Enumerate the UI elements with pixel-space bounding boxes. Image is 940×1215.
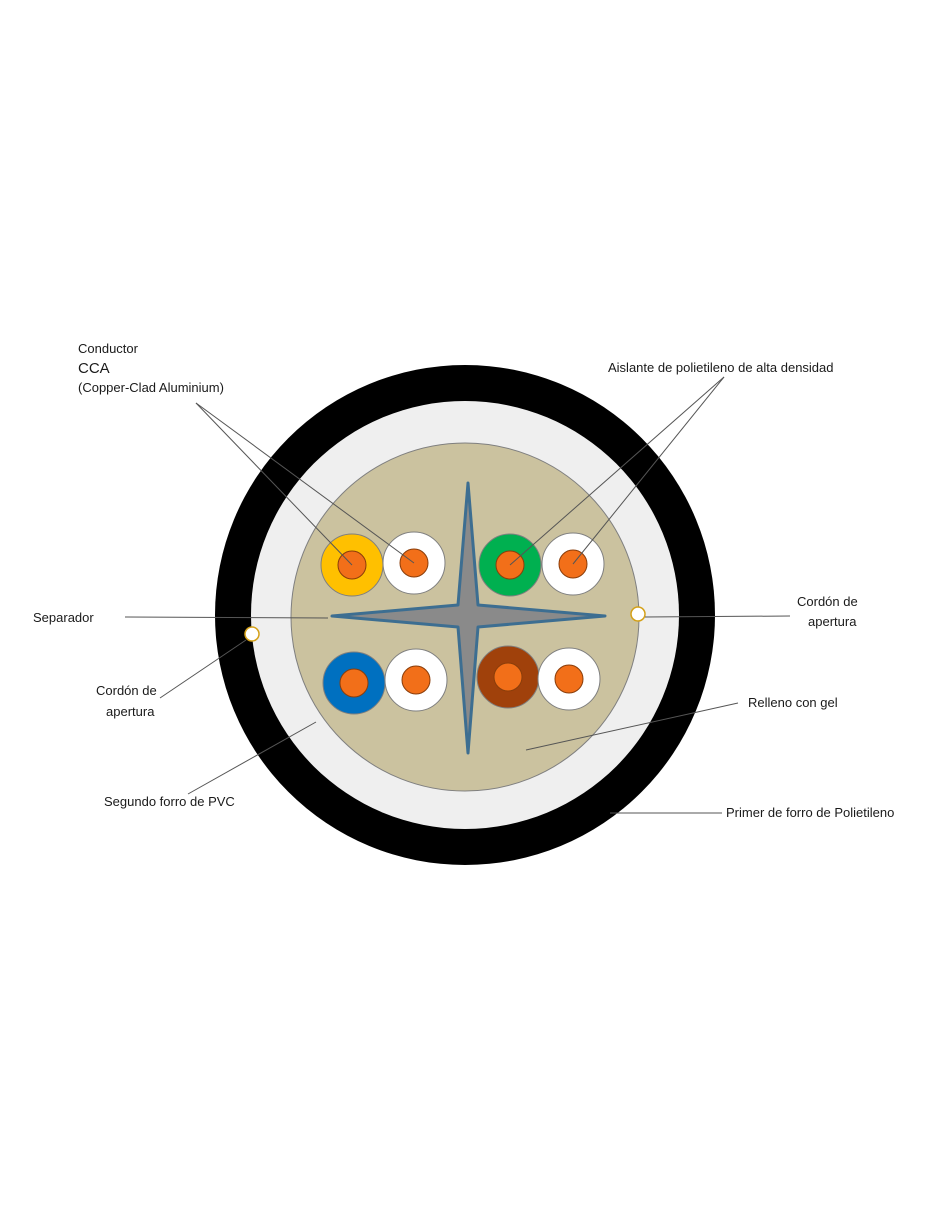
label-cordon-right-1: Cordón de: [797, 594, 858, 609]
label-primer-forro: Primer de forro de Polietileno: [726, 805, 894, 820]
copper-core: [493, 662, 523, 692]
label-segundo-forro: Segundo forro de PVC: [104, 794, 235, 809]
label-separador: Separador: [33, 610, 94, 625]
leader-lines: [124, 376, 791, 814]
label-cordon-left-2: apertura: [106, 704, 155, 719]
label-aislante: Aislante de polietileno de alta densidad: [608, 360, 834, 375]
label-relleno: Relleno con gel: [748, 695, 838, 710]
cross-separator: [330, 481, 607, 755]
ripcord-right: [630, 606, 646, 622]
label-cordon-left-1: Cordón de: [96, 683, 157, 698]
copper-core: [401, 665, 431, 695]
label-cca: CCA: [78, 360, 110, 377]
label-conductor: Conductor: [78, 341, 139, 356]
copper-core: [339, 668, 369, 698]
wire-pair-4: [476, 645, 601, 711]
copper-core: [554, 664, 584, 694]
ripcord-left: [244, 626, 260, 642]
label-cordon-right-2: apertura: [808, 614, 857, 629]
label-copper-clad: (Copper-Clad Aluminium): [78, 380, 224, 395]
wire-pair-3: [322, 648, 448, 715]
